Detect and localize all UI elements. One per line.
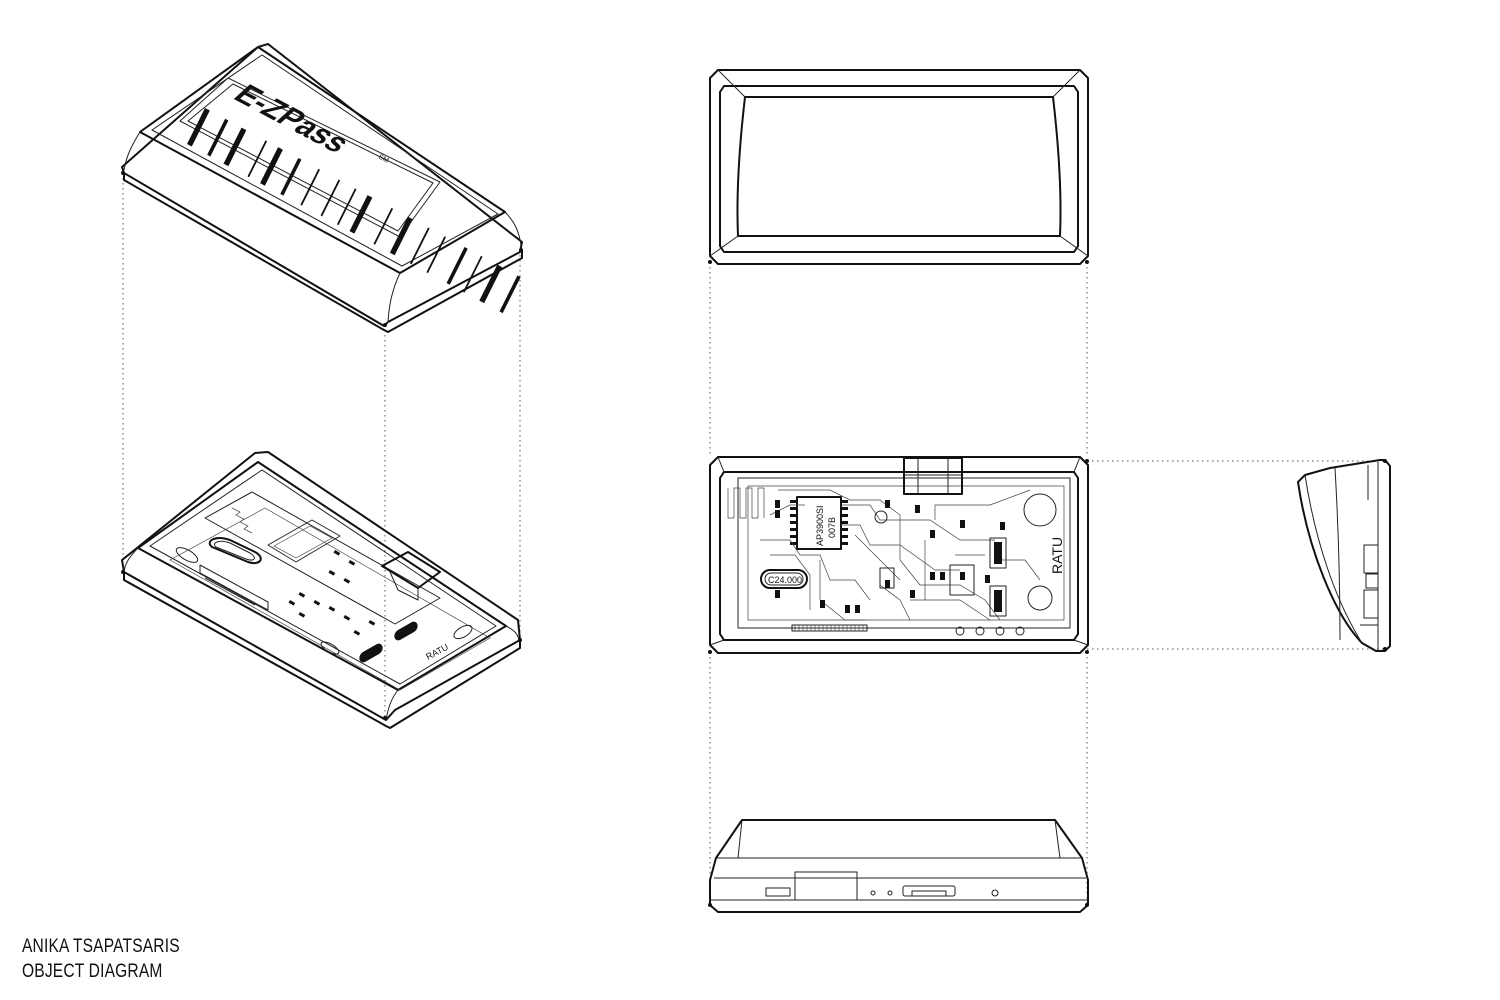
top-view-shell	[708, 69, 1089, 265]
diagram-title: OBJECT DIAGRAM	[22, 961, 163, 982]
crystal-component-iso	[208, 537, 262, 564]
board-logo: RATU	[1049, 537, 1065, 574]
service-mark: SM	[377, 154, 390, 165]
brand-logo: E-ZPass	[227, 79, 358, 159]
projection-lines	[122, 173, 1385, 905]
iso-bottom-assembly: RATU	[121, 451, 522, 729]
front-view	[708, 819, 1089, 913]
crystal-component: C24.000	[760, 569, 808, 589]
chip-label: AP3900SI	[815, 505, 825, 546]
iso-logo: RATU	[424, 642, 450, 662]
top-view-base: AP3900SI 007B C24.000	[708, 456, 1089, 654]
crystal-label: C24.000	[768, 575, 802, 585]
author-name: ANIKA TSAPATSARIS	[22, 936, 180, 957]
barcode	[187, 108, 521, 314]
side-view	[1297, 459, 1391, 652]
pcb-traces	[760, 489, 1041, 621]
chip-code: 007B	[827, 517, 837, 538]
iso-top-shell: E-ZPass SM	[121, 43, 523, 333]
